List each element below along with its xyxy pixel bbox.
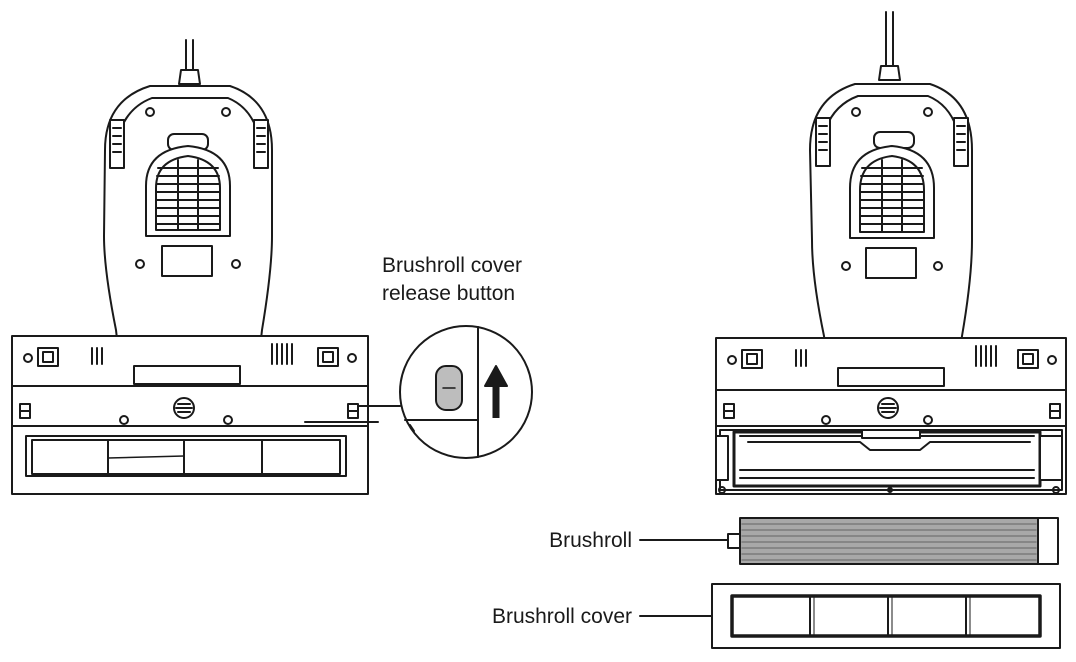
release-button-label-line2: release button [382,282,515,305]
release-button-closeup [399,325,533,459]
left-vacuum-head [11,39,369,495]
release-button-label-line1: Brushroll cover [382,254,522,277]
brushroll-part [727,517,1059,565]
brushroll-label: Brushroll [549,529,632,552]
right-vacuum-head [715,11,1067,495]
arrow-up-icon [484,365,508,418]
brushroll-cover-label: Brushroll cover [492,605,632,628]
brushroll-cover-part [711,583,1061,649]
